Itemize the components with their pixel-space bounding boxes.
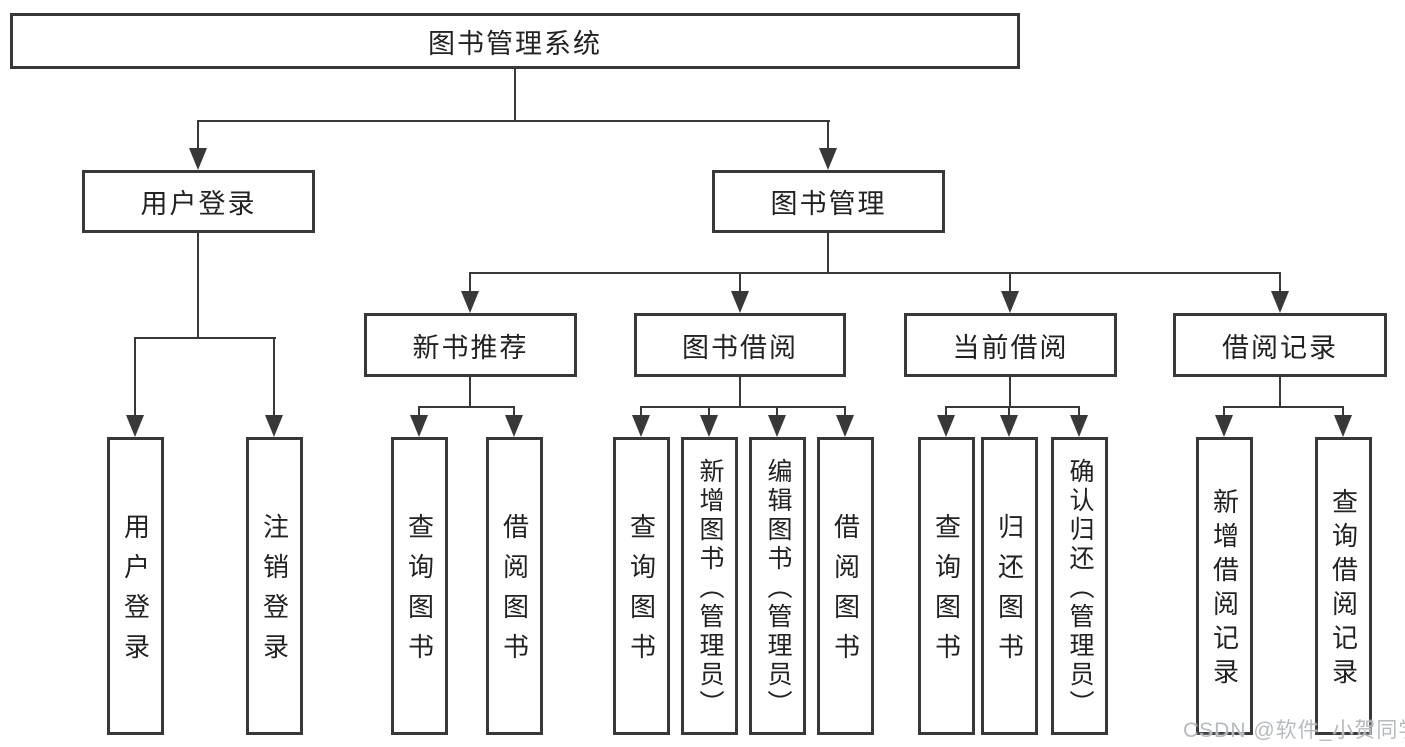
connector-new-book-bar	[418, 406, 515, 408]
connector-borrow-record-bar	[1223, 406, 1344, 408]
arrowhead-current-borrow	[1001, 291, 1019, 313]
leaf-query-books-current: 查询图书	[918, 437, 975, 735]
connector-drop	[418, 406, 420, 415]
connector-drop-borrow-record	[1279, 272, 1281, 291]
node-library-management-system: 图书管理系统	[10, 13, 1020, 69]
connector-drop	[776, 406, 778, 415]
connector-drop	[945, 406, 947, 415]
arrowhead-leaf	[700, 415, 718, 437]
arrowhead-leaf	[505, 415, 523, 437]
connector-drop	[640, 406, 642, 415]
connector-book-borrow-stub	[739, 377, 741, 408]
arrowhead-new-book	[461, 291, 479, 313]
connector-l2-bar	[469, 272, 1281, 274]
connector-borrow-record-stub	[1279, 377, 1281, 408]
connector-user-login-stub	[197, 232, 199, 339]
arrowhead-leaf	[1215, 415, 1233, 437]
leaf-add-borrow-record: 新增借阅记录	[1196, 437, 1253, 735]
connector-drop	[1342, 406, 1344, 415]
arrowhead-book-mgmt	[819, 148, 837, 170]
arrowhead-borrow-record	[1271, 291, 1289, 313]
connector-drop-book-borrow	[739, 272, 741, 291]
leaf-borrow-books-recommend: 借阅图书	[486, 437, 543, 735]
arrowhead-leaf	[1070, 415, 1088, 437]
connector-current-borrow-stub	[1009, 377, 1011, 408]
leaf-add-books-admin: 新增图书（管理员）	[681, 437, 738, 735]
arrowhead-leaf	[836, 415, 854, 437]
connector-current-borrow-bar	[945, 406, 1080, 408]
node-label: 新书推荐	[412, 332, 529, 363]
node-user-login: 用户登录	[82, 170, 315, 233]
arrowhead-leaf	[768, 415, 786, 437]
node-book-management: 图书管理	[712, 170, 945, 233]
connector-drop	[844, 406, 846, 415]
leaf-edit-books-admin: 编辑图书（管理员）	[749, 437, 806, 735]
connector-user-login-bar	[134, 337, 276, 339]
arrowhead-leaf	[632, 415, 650, 437]
node-label: 图书管理系统	[428, 28, 602, 59]
arrowhead-leaf-logout	[265, 415, 283, 437]
node-new-book-recommend: 新书推荐	[364, 313, 577, 377]
leaf-query-books-recommend: 查询图书	[391, 437, 448, 735]
arrowhead-leaf-login	[126, 415, 144, 437]
connector-drop-book-mgmt	[827, 120, 829, 148]
connector-drop-leaf-login	[134, 337, 136, 415]
node-current-borrowing: 当前借阅	[904, 313, 1117, 377]
connector-book-mgmt-stub	[827, 233, 829, 274]
arrowhead-leaf	[410, 415, 428, 437]
connector-drop-leaf-logout	[273, 337, 275, 415]
node-label: 当前借阅	[952, 332, 1069, 363]
connector-drop-new-book	[469, 272, 471, 291]
leaf-borrow-books: 借阅图书	[817, 437, 874, 735]
leaf-query-books-borrowing: 查询图书	[613, 437, 670, 735]
arrowhead-leaf	[1334, 415, 1352, 437]
csdn-watermark: CSDN @软件_小贺同学	[1183, 719, 1405, 742]
arrowhead-user-login	[189, 148, 207, 170]
connector-l1-bar	[197, 120, 830, 122]
connector-drop	[708, 406, 710, 415]
connector-new-book-stub	[469, 377, 471, 408]
leaf-user-login: 用户登录	[107, 437, 164, 735]
connector-drop-current-borrow	[1009, 272, 1011, 291]
leaf-query-borrow-record: 查询借阅记录	[1315, 437, 1372, 735]
node-label: 用户登录	[140, 189, 257, 219]
leaf-confirm-return-admin: 确认归还（管理员）	[1051, 437, 1108, 735]
connector-book-borrow-bar	[640, 406, 846, 408]
connector-drop	[1078, 406, 1080, 415]
node-label: 借阅记录	[1222, 332, 1338, 363]
connector-drop-user-login	[197, 120, 199, 148]
leaf-return-books: 归还图书	[981, 437, 1038, 735]
node-book-borrowing: 图书借阅	[634, 313, 846, 377]
connector-drop	[513, 406, 515, 415]
node-label: 图书管理	[770, 189, 887, 219]
connector-root-stub	[514, 68, 516, 121]
leaf-logout: 注销登录	[246, 437, 303, 735]
node-borrowing-records: 借阅记录	[1173, 313, 1387, 377]
node-label: 图书借阅	[682, 332, 798, 363]
arrowhead-book-borrow	[731, 291, 749, 313]
connector-drop	[1008, 406, 1010, 415]
connector-drop	[1223, 406, 1225, 415]
arrowhead-leaf	[937, 415, 955, 437]
arrowhead-leaf	[1000, 415, 1018, 437]
